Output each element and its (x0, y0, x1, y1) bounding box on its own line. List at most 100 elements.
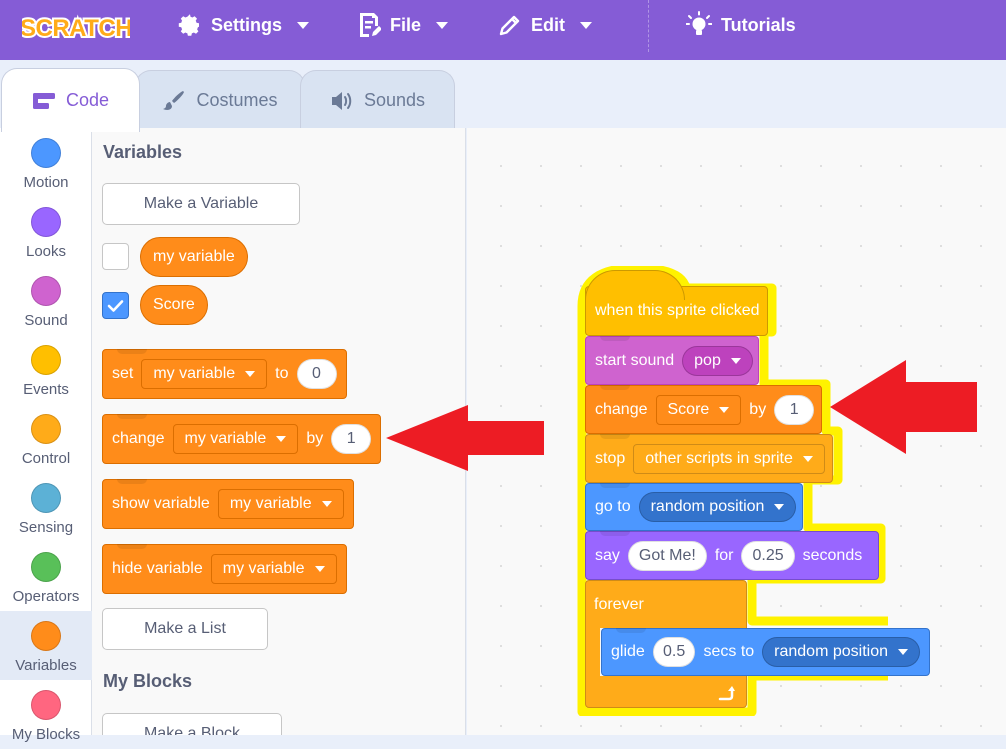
category-my-blocks[interactable]: My Blocks (0, 680, 92, 749)
settings-label: Settings (211, 14, 283, 35)
looks-color-dot (31, 207, 61, 237)
checkmark-icon (107, 299, 124, 312)
edit-label: Edit (531, 14, 565, 35)
tab-code[interactable]: Code (1, 68, 140, 132)
tab-costumes-label: Costumes (196, 90, 278, 110)
file-menu[interactable]: File (357, 0, 449, 50)
category-operators[interactable]: Operators (0, 542, 92, 611)
score-reporter[interactable]: Score (140, 285, 208, 325)
change-score-block[interactable]: change Score by 1 (585, 385, 822, 434)
dropdown-value: my variable (184, 430, 267, 447)
variable-dropdown[interactable]: my variable (210, 554, 337, 584)
variable-dropdown[interactable]: my variable (217, 489, 344, 519)
block-label: stop (595, 449, 626, 467)
tab-sounds[interactable]: Sounds (300, 70, 455, 130)
scratch-logo[interactable]: SCRATCH (18, 7, 135, 45)
block-label: change (112, 430, 165, 447)
dropdown-arrow-icon (774, 504, 785, 510)
motion-color-dot (31, 138, 61, 168)
category-control[interactable]: Control (0, 404, 92, 473)
menu-bar: SCRATCH Settings File Edit (0, 0, 1006, 60)
change-variable-block[interactable]: change my variable by 1 (102, 414, 382, 464)
block-label: set (112, 365, 134, 382)
go-to-block[interactable]: go to random position (585, 483, 803, 531)
category-motion[interactable]: Motion (0, 128, 92, 197)
category-label: Operators (12, 588, 80, 605)
hide-variable-block[interactable]: hide variable my variable (102, 544, 347, 594)
block-label: to (275, 365, 289, 382)
file-icon (360, 13, 381, 37)
show-variable-block[interactable]: show variable my variable (102, 479, 354, 529)
operators-color-dot (31, 552, 61, 582)
chevron-down-icon (436, 21, 449, 29)
dropdown-value: Score (667, 400, 710, 418)
value-input[interactable]: 1 (774, 394, 815, 425)
category-label: Sensing (18, 519, 74, 536)
my-variable-checkbox[interactable] (102, 243, 129, 270)
category-variables[interactable]: Variables (0, 611, 92, 680)
sensing-color-dot (31, 483, 61, 513)
sound-dropdown[interactable]: pop (682, 345, 753, 376)
variable-dropdown[interactable]: my variable (172, 424, 299, 454)
make-list-button[interactable]: Make a List (102, 608, 268, 650)
gear-icon (178, 14, 199, 36)
tab-code-label: Code (65, 90, 110, 110)
pencil-icon (499, 15, 520, 36)
stop-option-dropdown[interactable]: other scripts in sprite (633, 443, 825, 474)
dropdown-arrow-icon (802, 455, 813, 462)
svg-text:SCRATCH: SCRATCH (22, 15, 130, 42)
chevron-down-icon (297, 21, 310, 29)
my-blocks-heading: My Blocks (103, 671, 193, 691)
code-blocks-icon (32, 92, 55, 109)
control-color-dot (31, 414, 61, 444)
message-input[interactable]: Got Me! (627, 540, 707, 571)
value-input[interactable]: 0 (296, 359, 337, 389)
block-label: say (595, 546, 620, 564)
block-label: glide (611, 643, 645, 660)
category-looks[interactable]: Looks (0, 197, 92, 266)
category-menu: Motion Looks Sound Events Control Sensin… (0, 128, 92, 743)
tutorials-button[interactable]: Tutorials (686, 0, 796, 50)
lightbulb-icon (686, 11, 712, 35)
dropdown-arrow-icon (321, 501, 332, 507)
annotation-arrow-right (830, 360, 977, 454)
secs-input[interactable]: 0.5 (652, 637, 696, 667)
stop-block[interactable]: stop other scripts in sprite (585, 434, 833, 483)
secs-input[interactable]: 0.25 (741, 540, 795, 571)
variable-dropdown[interactable]: my variable (141, 359, 268, 389)
start-sound-block[interactable]: start sound pop (585, 336, 759, 385)
dropdown-value: my variable (229, 495, 312, 512)
category-sensing[interactable]: Sensing (0, 473, 92, 542)
paintbrush-icon (163, 90, 185, 110)
dropdown-value: random position (774, 643, 888, 660)
category-events[interactable]: Events (0, 335, 92, 404)
glide-block[interactable]: glide 0.5 secs to random position (601, 628, 930, 676)
my-variable-reporter[interactable]: my variable (140, 237, 248, 277)
block-label: when this sprite clicked (595, 302, 760, 319)
block-label: by (749, 400, 767, 418)
value-input[interactable]: 1 (331, 424, 372, 454)
category-label: Sound (24, 312, 68, 329)
set-variable-block[interactable]: set my variable to 0 (102, 349, 347, 399)
block-label: for (714, 546, 734, 564)
dropdown-arrow-icon (276, 436, 287, 442)
target-dropdown[interactable]: random position (762, 637, 920, 667)
tutorials-label: Tutorials (721, 14, 796, 35)
variable-dropdown[interactable]: Score (655, 394, 742, 425)
category-sound[interactable]: Sound (0, 266, 92, 335)
settings-menu[interactable]: Settings (178, 0, 310, 50)
block-label: seconds (802, 546, 863, 564)
variables-color-dot (31, 621, 61, 651)
speaker-icon (331, 91, 352, 110)
make-block-button[interactable]: Make a Block (102, 713, 282, 735)
loop-arrow-icon (718, 686, 735, 701)
score-checkbox[interactable] (102, 292, 129, 319)
category-label: Events (23, 381, 69, 398)
tab-costumes[interactable]: Costumes (135, 70, 305, 130)
edit-menu[interactable]: Edit (498, 0, 592, 50)
target-dropdown[interactable]: random position (638, 492, 797, 522)
make-variable-button[interactable]: Make a Variable (102, 183, 300, 225)
hat-cap (585, 270, 685, 300)
say-for-secs-block[interactable]: say Got Me! for 0.25 seconds (585, 531, 879, 580)
my-blocks-color-dot (31, 690, 61, 720)
